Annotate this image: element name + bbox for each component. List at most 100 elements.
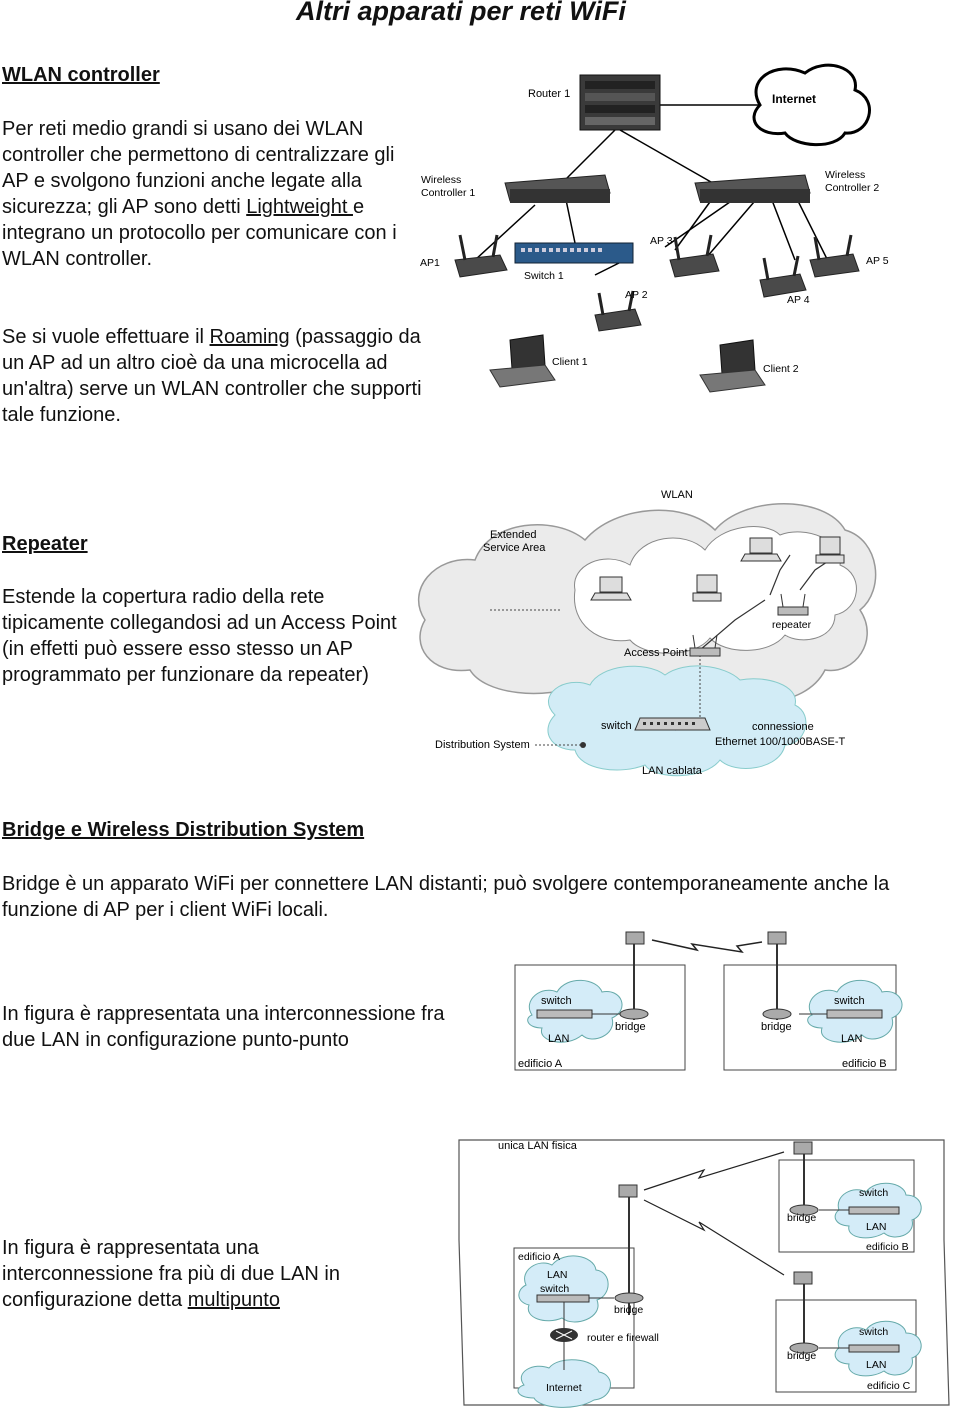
bridge-device-a: [619, 1008, 649, 1020]
page-title: Altri apparati per reti WiFi: [296, 0, 626, 26]
switch-b: [826, 1009, 883, 1019]
wlan-controller-heading: WLAN controller: [2, 64, 160, 86]
bridge-paragraph: Bridge è un apparato WiFi per connettere…: [2, 873, 890, 921]
bridge-device-a: [614, 1292, 644, 1304]
lan-cablata-label: LAN cablata: [642, 765, 703, 777]
lan-switch-device: [634, 717, 711, 731]
distribution-system-label: Distribution System: [435, 739, 530, 751]
antenna-b: [793, 1141, 813, 1155]
antenna-a: [625, 931, 645, 945]
lan-b-label: LAN: [866, 1221, 886, 1233]
router-firewall-device: [550, 1328, 578, 1342]
switch-a: [536, 1009, 593, 1019]
switch-b: [848, 1206, 900, 1215]
ap4-label: AP 4: [787, 294, 810, 306]
switch-b-label: switch: [834, 995, 865, 1007]
edificio-b-label: edificio B: [842, 1058, 887, 1070]
pc-desktop-1: [692, 574, 722, 602]
internet-cloud: [517, 1359, 611, 1408]
connessione-label: connessione: [752, 721, 814, 733]
ap3-device: [669, 234, 720, 278]
wireless-controller-2: [694, 174, 811, 203]
roaming-text: (passaggio da un AP ad un altro cioè da …: [2, 326, 422, 426]
edificio-a-label: edificio A: [518, 1251, 560, 1263]
bridge-device-b: [789, 1204, 819, 1216]
switch-a-label: switch: [541, 995, 572, 1007]
multipoint-diagram: unica LAN fisica switch bridge LAN edifi…: [458, 1139, 950, 1408]
repeater-diagram: WLAN Extended Service Area Access Point …: [418, 489, 877, 777]
internet-label: Internet: [772, 92, 816, 106]
wlan-label: WLAN: [661, 489, 693, 501]
ap1-device: [454, 234, 508, 278]
ap2-label: AP 2: [625, 289, 648, 301]
multipoint-paragraph: In figura è rappresentata una interconne…: [2, 1235, 392, 1313]
lightweight-link[interactable]: Lightweight: [246, 196, 353, 218]
repeater-label: repeater: [772, 619, 812, 631]
repeater-heading: Repeater: [2, 533, 88, 555]
router-1: [579, 74, 661, 131]
wlan-paragraph-2: Se si vuole effettuare il Roaming (passa…: [2, 324, 442, 428]
pc-desktop-2: [815, 536, 845, 564]
ap4-device: [759, 255, 807, 298]
esa-label-line2: Service Area: [483, 542, 546, 554]
repeater-device: [777, 593, 809, 616]
edificio-b-label: edificio B: [866, 1241, 909, 1253]
repeater-paragraph: Estende la copertura radio della rete ti…: [2, 586, 397, 686]
bridge-heading: Bridge e Wireless Distribution System: [2, 819, 365, 841]
lan-a-label: LAN: [548, 1033, 569, 1045]
pc-laptop-1: [590, 576, 632, 601]
multipunto-link[interactable]: multipunto: [187, 1289, 280, 1311]
wlan-text: e integrano un protocollo per comunicare…: [2, 196, 397, 270]
bridge-b-label: bridge: [787, 1212, 816, 1224]
switch-a-label: switch: [540, 1283, 569, 1295]
switch-c-label: switch: [859, 1326, 888, 1338]
antenna-c: [793, 1271, 813, 1285]
lan-b-label: LAN: [841, 1033, 862, 1045]
roaming-link[interactable]: Roaming: [209, 326, 290, 348]
lan-cloud-a: [518, 1255, 609, 1323]
wc1-label-line2: Controller 1: [421, 187, 475, 199]
client-1-label: Client 1: [552, 356, 588, 368]
internet-cloud: [752, 63, 871, 147]
switch-a: [536, 1294, 590, 1303]
wireless-link: [651, 939, 763, 954]
pc-laptop-2: [740, 537, 782, 562]
roaming-text: Se si vuole effettuare il: [2, 326, 210, 348]
client-2-label: Client 2: [763, 363, 799, 375]
wireless-controller-1: [504, 174, 611, 203]
point-to-point-paragraph: In figura è rappresentata una interconne…: [2, 1003, 445, 1051]
wlan-paragraph-1: Per reti medio grandi si usano dei WLAN …: [2, 116, 407, 272]
wc2-label-line1: Wireless: [825, 169, 865, 181]
bridge-a-label: bridge: [615, 1021, 646, 1033]
ap5-device: [809, 234, 860, 278]
unica-lan-label: unica LAN fisica: [498, 1140, 578, 1152]
wlan-text: Per reti medio grandi si usano dei WLAN …: [2, 118, 395, 218]
wlan-controller-diagram: Router 1 Internet Wireless Controller 1 …: [420, 63, 889, 393]
switch-1-label: Switch 1: [524, 270, 564, 282]
switch-b-label: switch: [859, 1187, 888, 1199]
router-1-label: Router 1: [528, 88, 570, 100]
wc2-label-line2: Controller 2: [825, 182, 879, 194]
bridge-device-b: [762, 1008, 792, 1020]
bridge-a-label: bridge: [614, 1304, 643, 1316]
client-2-laptop: [699, 339, 766, 393]
ap5-label: AP 5: [866, 255, 889, 267]
internet-label: Internet: [546, 1382, 582, 1394]
switch-c: [848, 1344, 900, 1353]
antenna-a: [618, 1184, 638, 1198]
edificio-c-label: edificio C: [867, 1380, 911, 1392]
lan-c-label: LAN: [866, 1359, 886, 1371]
ap3-label: AP 3: [650, 235, 673, 247]
edificio-a-label: edificio A: [518, 1058, 563, 1070]
switch-1: [514, 242, 634, 264]
switch-label: switch: [601, 720, 632, 732]
point-to-point-diagram: switch switch bridge bridge LAN LAN edif…: [514, 931, 903, 1071]
wireless-links: [643, 1151, 785, 1276]
access-point-label: Access Point: [624, 647, 688, 659]
bridge-b-label: bridge: [761, 1021, 792, 1033]
client-1-laptop: [489, 334, 556, 388]
router-firewall-label: router e firewall: [587, 1332, 659, 1344]
multipoint-text: In figura è rappresentata una interconne…: [2, 1237, 340, 1311]
wc1-label-line1: Wireless: [421, 174, 461, 186]
antenna-b: [767, 931, 787, 945]
